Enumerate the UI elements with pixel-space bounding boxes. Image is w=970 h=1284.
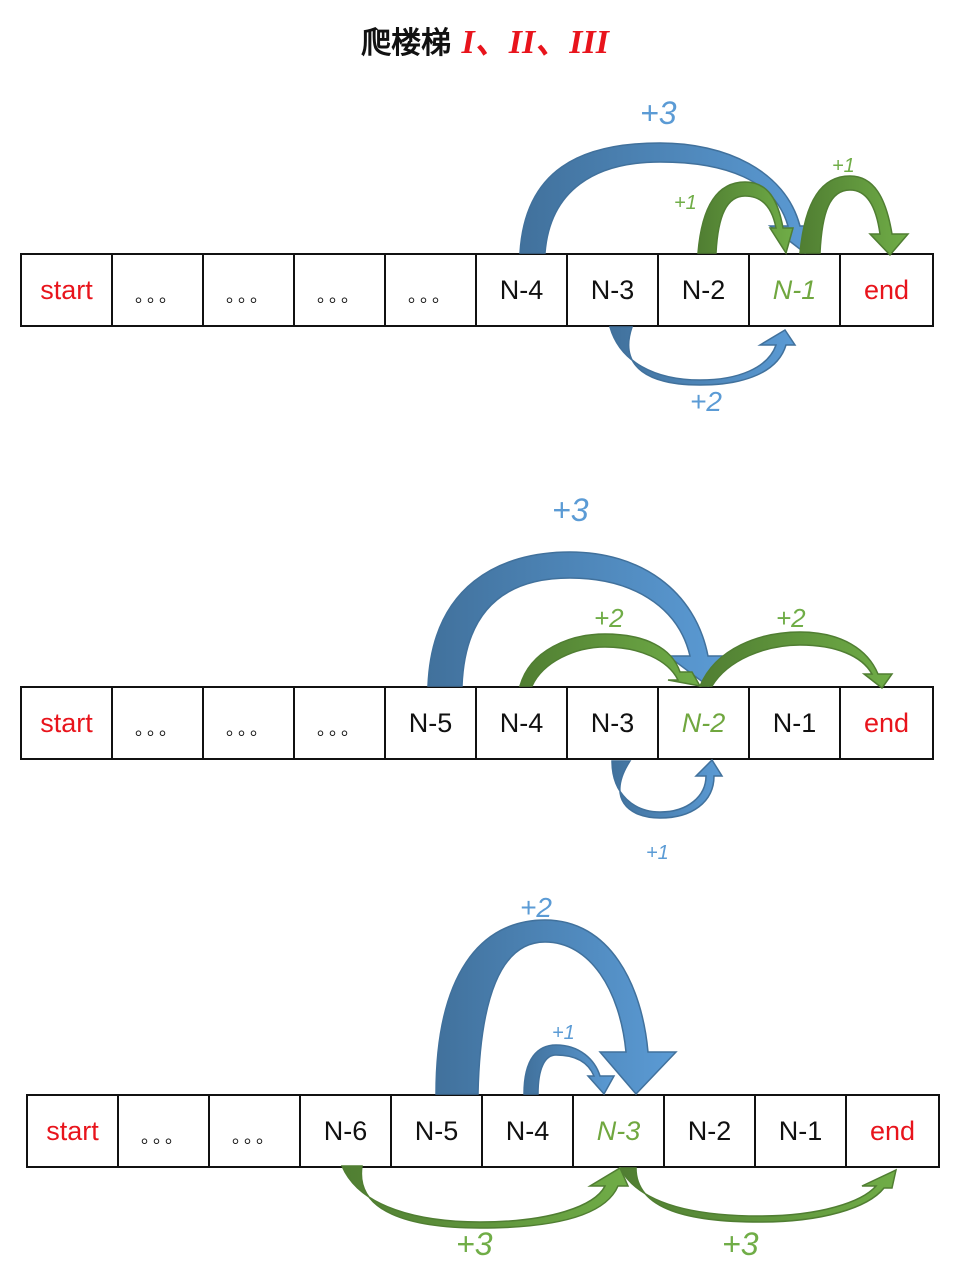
stair-cell: N-2 <box>659 255 750 325</box>
label-d3-plus3-left: +3 <box>456 1226 493 1262</box>
arrow-d2-plus1 <box>611 758 724 819</box>
arrow-d1-plus1-right <box>799 175 910 257</box>
page-title: 爬楼梯 I、II、III <box>0 14 970 63</box>
stair-cell: N-5 <box>386 688 477 758</box>
stair-cell: 。。。 <box>295 255 386 325</box>
label-d2-plus1: +1 <box>646 842 669 864</box>
arrow-d3-plus1 <box>523 1044 616 1096</box>
arrow-d2-plus2-left <box>519 633 702 688</box>
stair-cell: N-3 <box>574 1096 665 1166</box>
stair-cell: end <box>869 1115 916 1146</box>
stair-cell: 。。。 <box>386 255 477 325</box>
label-d3-plus3-right: +3 <box>722 1226 759 1262</box>
stair-cell: 。。。 <box>113 688 204 758</box>
stair-cell: 。。。 <box>204 688 295 758</box>
stair-cell: end <box>863 707 910 738</box>
stair-cell: 。。。 <box>204 255 295 325</box>
arrow-d1-plus1-left <box>697 181 794 255</box>
label-d2-plus3: +3 <box>552 492 589 528</box>
stair-cell: N-1 <box>756 1096 847 1166</box>
stair-cell: 。。。 <box>113 255 204 325</box>
stair-cell: start <box>22 688 113 758</box>
arrow-d3-plus3-left <box>340 1165 630 1229</box>
stair-cell: 。。。 <box>210 1096 301 1166</box>
stair-cell: N-4 <box>483 1096 574 1166</box>
label-d1-plus1-right: +1 <box>832 155 855 177</box>
stair-cell: N-1 <box>750 688 841 758</box>
stair-cell: start <box>22 255 113 325</box>
arrow-d2-plus3 <box>427 551 732 688</box>
title-chinese: 爬楼梯 <box>361 26 452 61</box>
stair-cell: N-6 <box>301 1096 392 1166</box>
arrow-d3-plus2 <box>435 919 678 1096</box>
stair-cell: start <box>28 1096 119 1166</box>
stair-cell: N-5 <box>392 1096 483 1166</box>
arrow-d3-plus3-right <box>618 1167 898 1223</box>
stair-cell: N-2 <box>659 688 750 758</box>
stair-cell: N-4 <box>477 255 568 325</box>
title-roman-numerals: I、II、III <box>461 24 609 61</box>
stair-cell: 。。。 <box>295 688 386 758</box>
stair-cell: N-3 <box>568 255 659 325</box>
arrow-d2-plus2-right <box>698 631 894 690</box>
label-d1-plus3: +3 <box>640 95 677 131</box>
label-d3-plus2: +2 <box>520 892 552 923</box>
label-d2-plus2-right: +2 <box>776 603 806 633</box>
label-d1-plus1-left: +1 <box>674 192 697 214</box>
stair-cell: N-3 <box>568 688 659 758</box>
stair-cell: N-4 <box>477 688 568 758</box>
label-d2-plus2-left: +2 <box>594 603 624 633</box>
arrow-d1-plus2 <box>609 326 797 386</box>
stair-cell: 。。。 <box>119 1096 210 1166</box>
label-d1-plus2: +2 <box>690 386 722 417</box>
label-d3-plus1: +1 <box>552 1022 575 1044</box>
stair-cell: end <box>863 274 910 305</box>
stair-cell: N-1 <box>750 255 841 325</box>
stair-cell: N-2 <box>665 1096 756 1166</box>
